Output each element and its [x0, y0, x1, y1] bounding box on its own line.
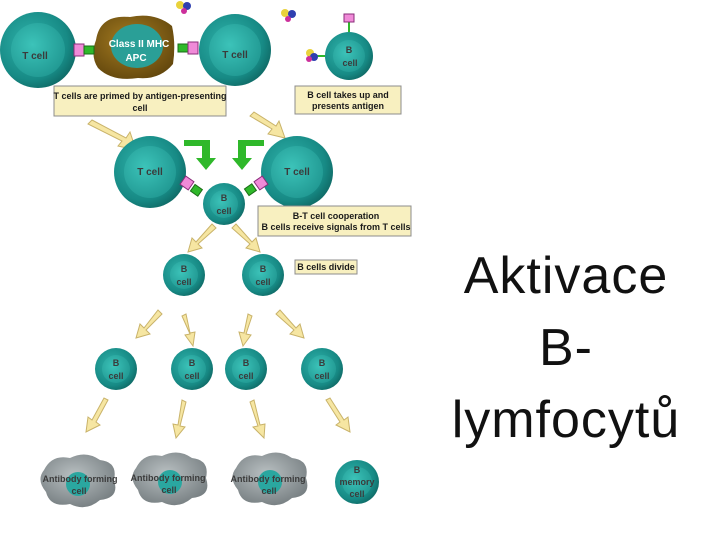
svg-text:presents antigen: presents antigen: [312, 101, 384, 111]
svg-text:B: B: [189, 358, 196, 368]
title-line-3: lymfocytů: [451, 391, 681, 449]
svg-text:memory: memory: [339, 477, 374, 487]
t-cell-right-middle: T cell: [261, 136, 333, 208]
svg-text:cell: cell: [342, 58, 357, 68]
svg-text:cell: cell: [238, 371, 253, 381]
caption-priming: T cells are primed by antigen-presenting…: [53, 85, 227, 117]
mhc-tcr-complex-left: [179, 175, 204, 197]
flow-arrow: [231, 223, 261, 253]
svg-text:T cells are primed by antigen-: T cells are primed by antigen-presenting: [53, 91, 226, 101]
svg-text:B cells receive signals from T: B cells receive signals from T cells: [261, 222, 410, 232]
slide-title: Aktivace B- lymfocytů: [418, 240, 714, 456]
antigen-icon: [176, 1, 191, 14]
flow-arrow: [85, 397, 109, 433]
svg-text:cell: cell: [216, 206, 231, 216]
antigen-icon: [281, 9, 296, 22]
antibody-forming-cell-2: Antibody forming cell: [131, 452, 208, 506]
flow-arrow: [181, 313, 196, 348]
svg-text:cell: cell: [261, 486, 276, 496]
mhc-tcr-complex-left: [73, 43, 95, 57]
t-cell-label: T cell: [222, 50, 248, 61]
svg-text:cell: cell: [184, 371, 199, 381]
flow-arrow: [325, 397, 351, 433]
b-cell-top: B cell: [325, 32, 373, 80]
b-cell-row4-4: B cell: [301, 348, 343, 390]
flow-arrow: [238, 313, 253, 348]
svg-text:B: B: [221, 193, 228, 203]
caption-division: B cells divide: [294, 259, 358, 275]
svg-text:Antibody forming: Antibody forming: [131, 473, 206, 483]
signal-arrow-icon: [184, 140, 264, 170]
flow-arrow: [249, 111, 286, 139]
title-line-2: B-: [539, 319, 593, 377]
svg-text:cell: cell: [314, 371, 329, 381]
svg-text:cell: cell: [132, 103, 147, 113]
svg-text:B: B: [354, 465, 361, 475]
caption-antigen-presentation: B cell takes up and presents antigen: [294, 85, 402, 115]
t-cell-right-top: T cell: [199, 14, 271, 86]
svg-text:B: B: [260, 264, 267, 274]
svg-text:B cells divide: B cells divide: [297, 262, 355, 272]
t-cell-label: T cell: [22, 51, 48, 62]
svg-text:T cell: T cell: [284, 167, 310, 178]
svg-text:T cell: T cell: [137, 167, 163, 178]
svg-text:B: B: [243, 358, 250, 368]
svg-text:B cell takes up and: B cell takes up and: [307, 90, 389, 100]
b-cell-row4-3: B cell: [225, 348, 267, 390]
flow-arrow: [172, 399, 187, 440]
apc-label: APC: [125, 53, 146, 64]
antibody-forming-cell-1: Antibody forming cell: [40, 454, 118, 508]
antibody-forming-cell-3: Antibody forming cell: [231, 452, 308, 506]
svg-text:B: B: [181, 264, 188, 274]
svg-text:cell: cell: [108, 371, 123, 381]
b-cell-cooperating: B cell: [203, 183, 245, 225]
b-cell-receptor-icon: [306, 13, 355, 62]
b-cell-row4-2: B cell: [171, 348, 213, 390]
t-cell-left-middle: T cell: [114, 136, 186, 208]
svg-text:cell: cell: [255, 277, 270, 287]
flow-arrow: [187, 223, 217, 253]
svg-text:cell: cell: [349, 489, 364, 499]
b-cell-dividing-right: B cell: [242, 254, 284, 296]
b-cell-row4-1: B cell: [95, 348, 137, 390]
mhc-tcr-complex-right: [177, 41, 199, 55]
antigen-presenting-cell: Class II MHC APC: [93, 15, 175, 79]
flow-arrow: [135, 309, 163, 339]
svg-text:B: B: [346, 45, 353, 55]
svg-text:B-T cell cooperation: B-T cell cooperation: [293, 211, 380, 221]
b-memory-cell: B memory cell: [335, 460, 379, 504]
svg-text:cell: cell: [176, 277, 191, 287]
svg-text:cell: cell: [71, 486, 86, 496]
t-cell-left-top: T cell: [0, 12, 76, 88]
b-cell-dividing-left: B cell: [163, 254, 205, 296]
apc-mhc-label: Class II MHC: [109, 39, 170, 50]
svg-text:B: B: [319, 358, 326, 368]
svg-text:Antibody forming: Antibody forming: [231, 474, 306, 484]
svg-text:cell: cell: [161, 485, 176, 495]
svg-text:B: B: [113, 358, 120, 368]
caption-cooperation: B-T cell cooperation B cells receive sig…: [257, 205, 412, 237]
title-line-1: Aktivace: [463, 247, 669, 305]
mhc-tcr-complex-right: [243, 175, 269, 197]
svg-text:Antibody forming: Antibody forming: [43, 474, 118, 484]
flow-arrow: [275, 309, 305, 339]
flow-arrow: [249, 399, 266, 440]
